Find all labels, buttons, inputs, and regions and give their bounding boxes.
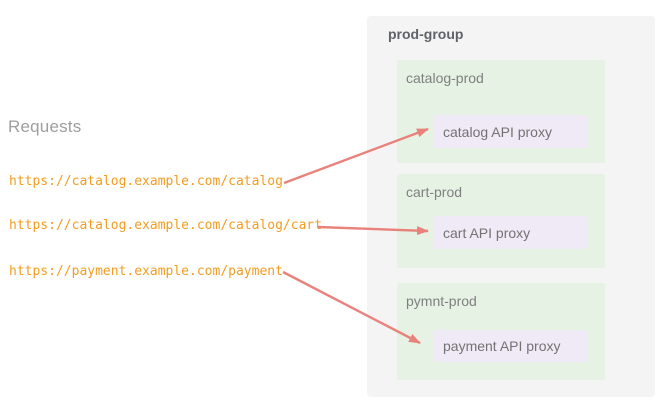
proxy-box-cart: cart API proxy [434, 216, 587, 249]
environment-group-name: prod-group [388, 26, 464, 42]
environment-name: cart-prod [406, 184, 463, 200]
request-url-payment: https://payment.example.com/payment [9, 264, 283, 279]
request-url-catalog-cart: https://catalog.example.com/catalog/cart [9, 218, 323, 233]
environment-group-box: prod-group catalog-prod catalog API prox… [367, 16, 655, 397]
proxy-box-payment: payment API proxy [434, 330, 587, 362]
proxy-name: catalog API proxy [443, 123, 552, 140]
environment-name: catalog-prod [406, 70, 484, 86]
proxy-name: payment API proxy [443, 338, 561, 354]
request-url-catalog: https://catalog.example.com/catalog [9, 174, 283, 189]
environment-box-catalog-prod: catalog-prod catalog API proxy [397, 60, 605, 163]
requests-heading: Requests [8, 117, 82, 136]
environment-box-pymnt-prod: pymnt-prod payment API proxy [397, 283, 605, 380]
proxy-box-catalog: catalog API proxy [434, 115, 587, 148]
environment-box-cart-prod: cart-prod cart API proxy [397, 174, 605, 268]
environment-name: pymnt-prod [406, 293, 477, 309]
proxy-name: cart API proxy [443, 224, 531, 241]
